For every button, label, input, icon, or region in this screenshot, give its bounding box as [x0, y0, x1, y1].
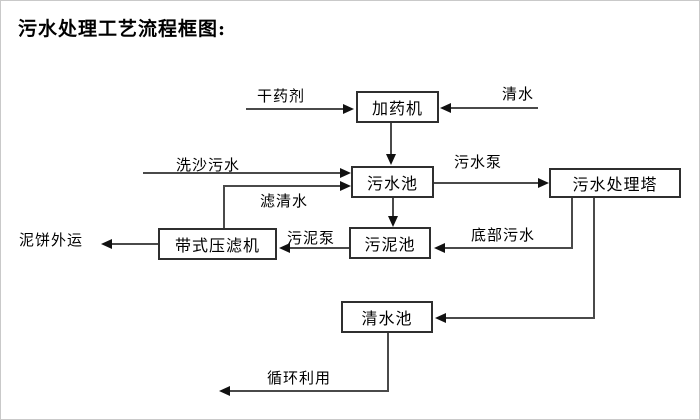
label-bottom-sewage: 底部污水	[471, 226, 536, 244]
label-clear-water: 清水	[502, 85, 535, 103]
label-sand-washing-sewage: 洗沙污水	[176, 156, 241, 174]
node-sewage-treatment-tower: 污水处理塔	[549, 168, 681, 198]
line-bottom-sewage-h	[445, 247, 573, 249]
label-filtered-water: 滤清水	[260, 192, 309, 210]
line-sludge-pump	[290, 247, 349, 249]
arrow-right-icon	[340, 168, 351, 178]
node-belt-filter-press: 带式压滤机	[158, 228, 277, 260]
line-filtered-water-v	[223, 185, 225, 228]
label-mud-cake-transport: 泥饼外运	[19, 231, 84, 249]
node-sludge-pool: 污泥池	[349, 227, 431, 259]
arrow-down-icon	[388, 216, 398, 227]
arrow-left-icon	[219, 386, 230, 396]
line-clearpool-down	[387, 333, 389, 391]
line-pool-to-sludge	[392, 198, 394, 217]
label-recycling: 循环利用	[267, 369, 332, 387]
line-dosing-to-sewage-pool	[390, 123, 392, 155]
arrow-left-icon	[434, 243, 445, 253]
arrow-right-icon	[340, 181, 351, 191]
line-dry-chemical-to-dosing	[246, 108, 344, 110]
label-sewage-pump: 污水泵	[454, 153, 503, 171]
line-bottom-sewage-v	[571, 198, 573, 249]
arrow-left-icon	[101, 239, 112, 249]
line-tower-to-clearpool-h	[446, 317, 595, 319]
line-filtered-water-h	[223, 185, 341, 187]
line-clear-water-to-dosing	[451, 107, 538, 109]
arrow-right-icon	[538, 178, 549, 188]
label-sludge-pump: 污泥泵	[287, 229, 336, 247]
line-mud-cake-out	[112, 243, 158, 245]
node-dosing-machine: 加药机	[356, 91, 439, 123]
node-sewage-pool: 污水池	[351, 166, 434, 198]
arrow-left-icon	[440, 103, 451, 113]
arrow-left-icon	[435, 313, 446, 323]
line-sand-washing-to-pool	[143, 172, 341, 174]
line-tower-to-clearpool-v	[593, 198, 595, 319]
node-clear-water-pool: 清水池	[341, 301, 433, 333]
arrow-down-icon	[386, 154, 396, 165]
line-recycling	[230, 390, 389, 392]
arrow-right-icon	[343, 104, 354, 114]
arrow-left-icon	[279, 243, 290, 253]
diagram-title: 污水处理工艺流程框图:	[18, 18, 227, 40]
line-sewage-pump-to-tower	[434, 182, 539, 184]
label-dry-chemical: 干药剂	[257, 87, 306, 105]
